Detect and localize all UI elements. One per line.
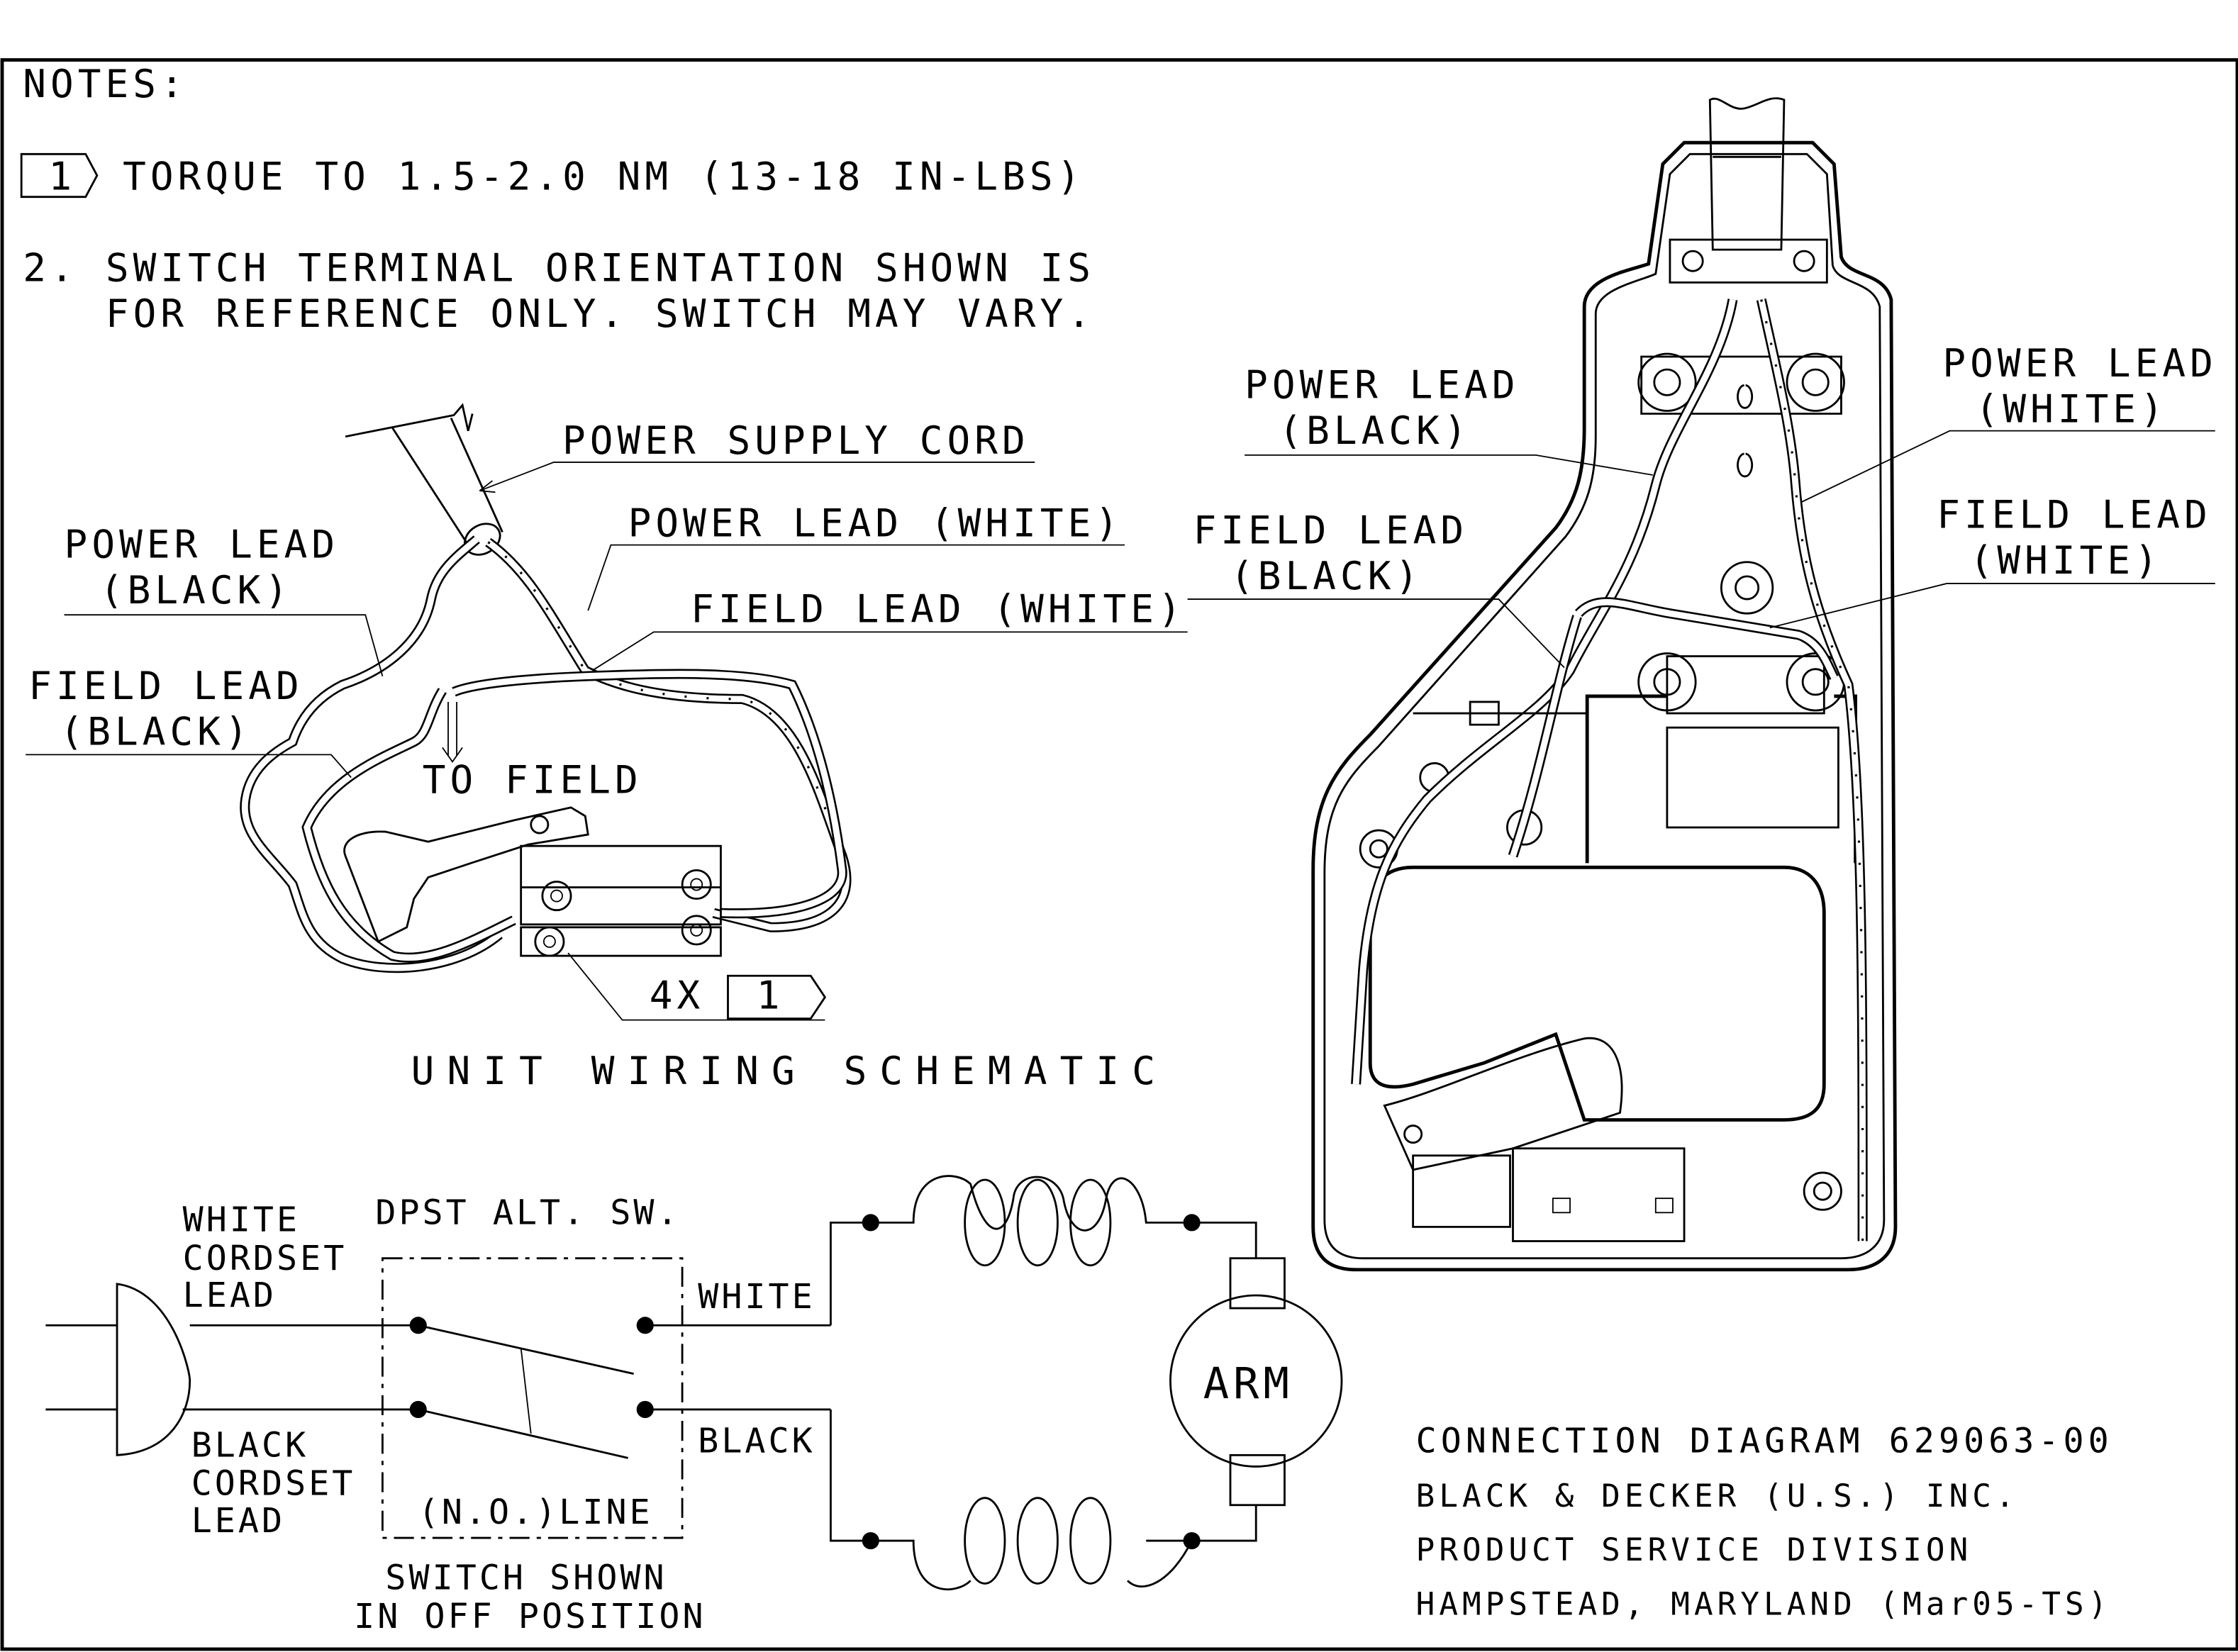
housing-label-power-lead-black-1: POWER LEAD xyxy=(1245,362,1520,407)
switch-enclosure xyxy=(382,1257,684,1539)
armature-motor: ARM xyxy=(1169,1257,1343,1507)
housing-label-field-lead-black-1: FIELD LEAD xyxy=(1193,508,1469,553)
label-armature: ARM xyxy=(1203,1359,1293,1409)
white-cordset-lead-line-3: LEAD xyxy=(183,1276,277,1315)
note-2: 2. SWITCH TERMINAL ORIENTATION SHOWN IS … xyxy=(23,245,1095,336)
label-power-supply-cord: POWER SUPPLY CORD xyxy=(562,418,1030,463)
black-cordset-lead-line-2: CORDSET xyxy=(191,1464,356,1504)
housing-label-field-lead-white-2: (WHITE) xyxy=(1970,538,2162,583)
callout-field-lead-black: FIELD LEAD (BLACK) xyxy=(26,664,352,778)
label-power-lead-black-2: (BLACK) xyxy=(100,568,292,613)
label-power-lead-white: POWER LEAD (WHITE) xyxy=(628,501,1123,546)
title-block-diagram-number: CONNECTION DIAGRAM 629063-00 xyxy=(1416,1421,2113,1461)
label-dpst-switch: DPST ALT. SW. xyxy=(375,1193,680,1232)
circuit-diagram: WHITE CORDSET LEAD BLACK CORDSET LEAD DP… xyxy=(45,1175,1343,1636)
label-field-lead-black-1: FIELD LEAD xyxy=(28,664,304,708)
note-1-marker: 1 xyxy=(48,155,76,199)
black-cordset-lead-line-3: LEAD xyxy=(191,1501,285,1541)
housing-label-field-lead-white-1: FIELD LEAD xyxy=(1937,492,2212,537)
switch-body-drawing xyxy=(343,806,722,957)
white-cordset-lead-line-2: CORDSET xyxy=(183,1239,347,1278)
white-cordset-lead-line-1: WHITE xyxy=(183,1200,300,1239)
title-block-location: HAMPSTEAD, MARYLAND (Mar05-TS) xyxy=(1416,1587,2112,1623)
label-switch-state-1: SWITCH SHOWN xyxy=(385,1558,667,1597)
unit-wiring-schematic-title: UNIT WIRING SCHEMATIC xyxy=(411,1049,1168,1093)
tool-housing-view: POWER LEAD (BLACK) POWER LEAD (WHITE) FI… xyxy=(1187,97,2217,1272)
unit-wiring-schematic: POWER SUPPLY CORD POWER LEAD (WHITE) FIE… xyxy=(26,403,1188,1093)
note-2-line-2: FOR REFERENCE ONLY. SWITCH MAY VARY. xyxy=(106,291,1095,336)
switch-mechanical-link xyxy=(520,1348,532,1434)
field-coil-upper xyxy=(862,1175,1201,1267)
notes-block: NOTES: 1 TORQUE TO 1.5-2.0 NM (13-18 IN-… xyxy=(20,62,1095,336)
label-white-wire: WHITE xyxy=(698,1277,815,1317)
label-to-field: TO FIELD xyxy=(423,758,642,803)
callout-power-supply-cord: POWER SUPPLY CORD xyxy=(479,418,1035,493)
housing-bosses xyxy=(1359,352,1845,1211)
callout-power-lead-white: POWER LEAD (WHITE) xyxy=(587,501,1125,611)
label-field-lead-white: FIELD LEAD (WHITE) xyxy=(691,586,1186,631)
housing-callout-field-lead-black: FIELD LEAD (BLACK) xyxy=(1187,508,1565,669)
title-block-company: BLACK & DECKER (U.S.) INC. xyxy=(1416,1478,2019,1514)
housing-outline xyxy=(1311,140,1898,1272)
label-black-wire: BLACK xyxy=(698,1421,815,1461)
plug-symbol xyxy=(116,1283,191,1456)
note-1-text: TORQUE TO 1.5-2.0 NM (13-18 IN-LBS) xyxy=(123,155,1084,199)
label-torque-flag: 1 xyxy=(757,973,784,1018)
callout-power-lead-black: POWER LEAD (BLACK) xyxy=(64,523,384,676)
field-coil-lower xyxy=(862,1497,1201,1591)
label-black-cordset-lead: BLACK CORDSET LEAD xyxy=(191,1425,356,1541)
schematic-wires xyxy=(240,535,852,973)
housing-callout-power-lead-white: POWER LEAD (WHITE) xyxy=(1800,341,2217,503)
label-field-lead-black-2: (BLACK) xyxy=(60,709,252,754)
drawing-border xyxy=(0,58,2238,1651)
label-power-lead-black-1: POWER LEAD xyxy=(65,523,340,567)
note-2-line-1: SWITCH TERMINAL ORIENTATION SHOWN IS xyxy=(106,245,1095,290)
housing-label-field-lead-black-2: (BLACK) xyxy=(1230,554,1423,598)
housing-callout-field-lead-white: FIELD LEAD (WHITE) xyxy=(1769,492,2215,629)
handle-opening xyxy=(1368,865,1826,1122)
power-supply-cord-drawing xyxy=(345,403,503,556)
label-torque-qty: 4X xyxy=(650,973,705,1018)
housing-callout-power-lead-black: POWER LEAD (BLACK) xyxy=(1245,362,1653,476)
callout-field-lead-white: FIELD LEAD (WHITE) xyxy=(591,586,1188,671)
housing-label-power-lead-black-2: (BLACK) xyxy=(1279,408,1471,453)
callout-torque-reference: 4X 1 xyxy=(567,952,827,1021)
note-1: 1 TORQUE TO 1.5-2.0 NM (13-18 IN-LBS) xyxy=(20,152,1084,199)
notes-heading: NOTES: xyxy=(23,62,188,106)
title-block-division: PRODUCT SERVICE DIVISION xyxy=(1416,1532,1973,1568)
torque-flag-icon xyxy=(20,152,99,199)
torque-flag-icon xyxy=(727,974,827,1020)
switch-blade-lower xyxy=(418,1408,628,1459)
housing-label-power-lead-white-1: POWER LEAD xyxy=(1942,341,2217,386)
label-switch-state-2: IN OFF POSITION xyxy=(354,1597,706,1636)
housing-label-power-lead-white-2: (WHITE) xyxy=(1976,387,2168,432)
black-cordset-lead-line-1: BLACK xyxy=(191,1425,308,1465)
note-2-marker: 2. xyxy=(23,245,78,290)
switch-blade-upper xyxy=(418,1324,634,1375)
label-switch-no-line: (N.O.)LINE xyxy=(418,1492,653,1532)
label-white-cordset-lead: WHITE CORDSET LEAD xyxy=(183,1200,347,1315)
title-block: CONNECTION DIAGRAM 629063-00 BLACK & DEC… xyxy=(1416,1421,2113,1623)
